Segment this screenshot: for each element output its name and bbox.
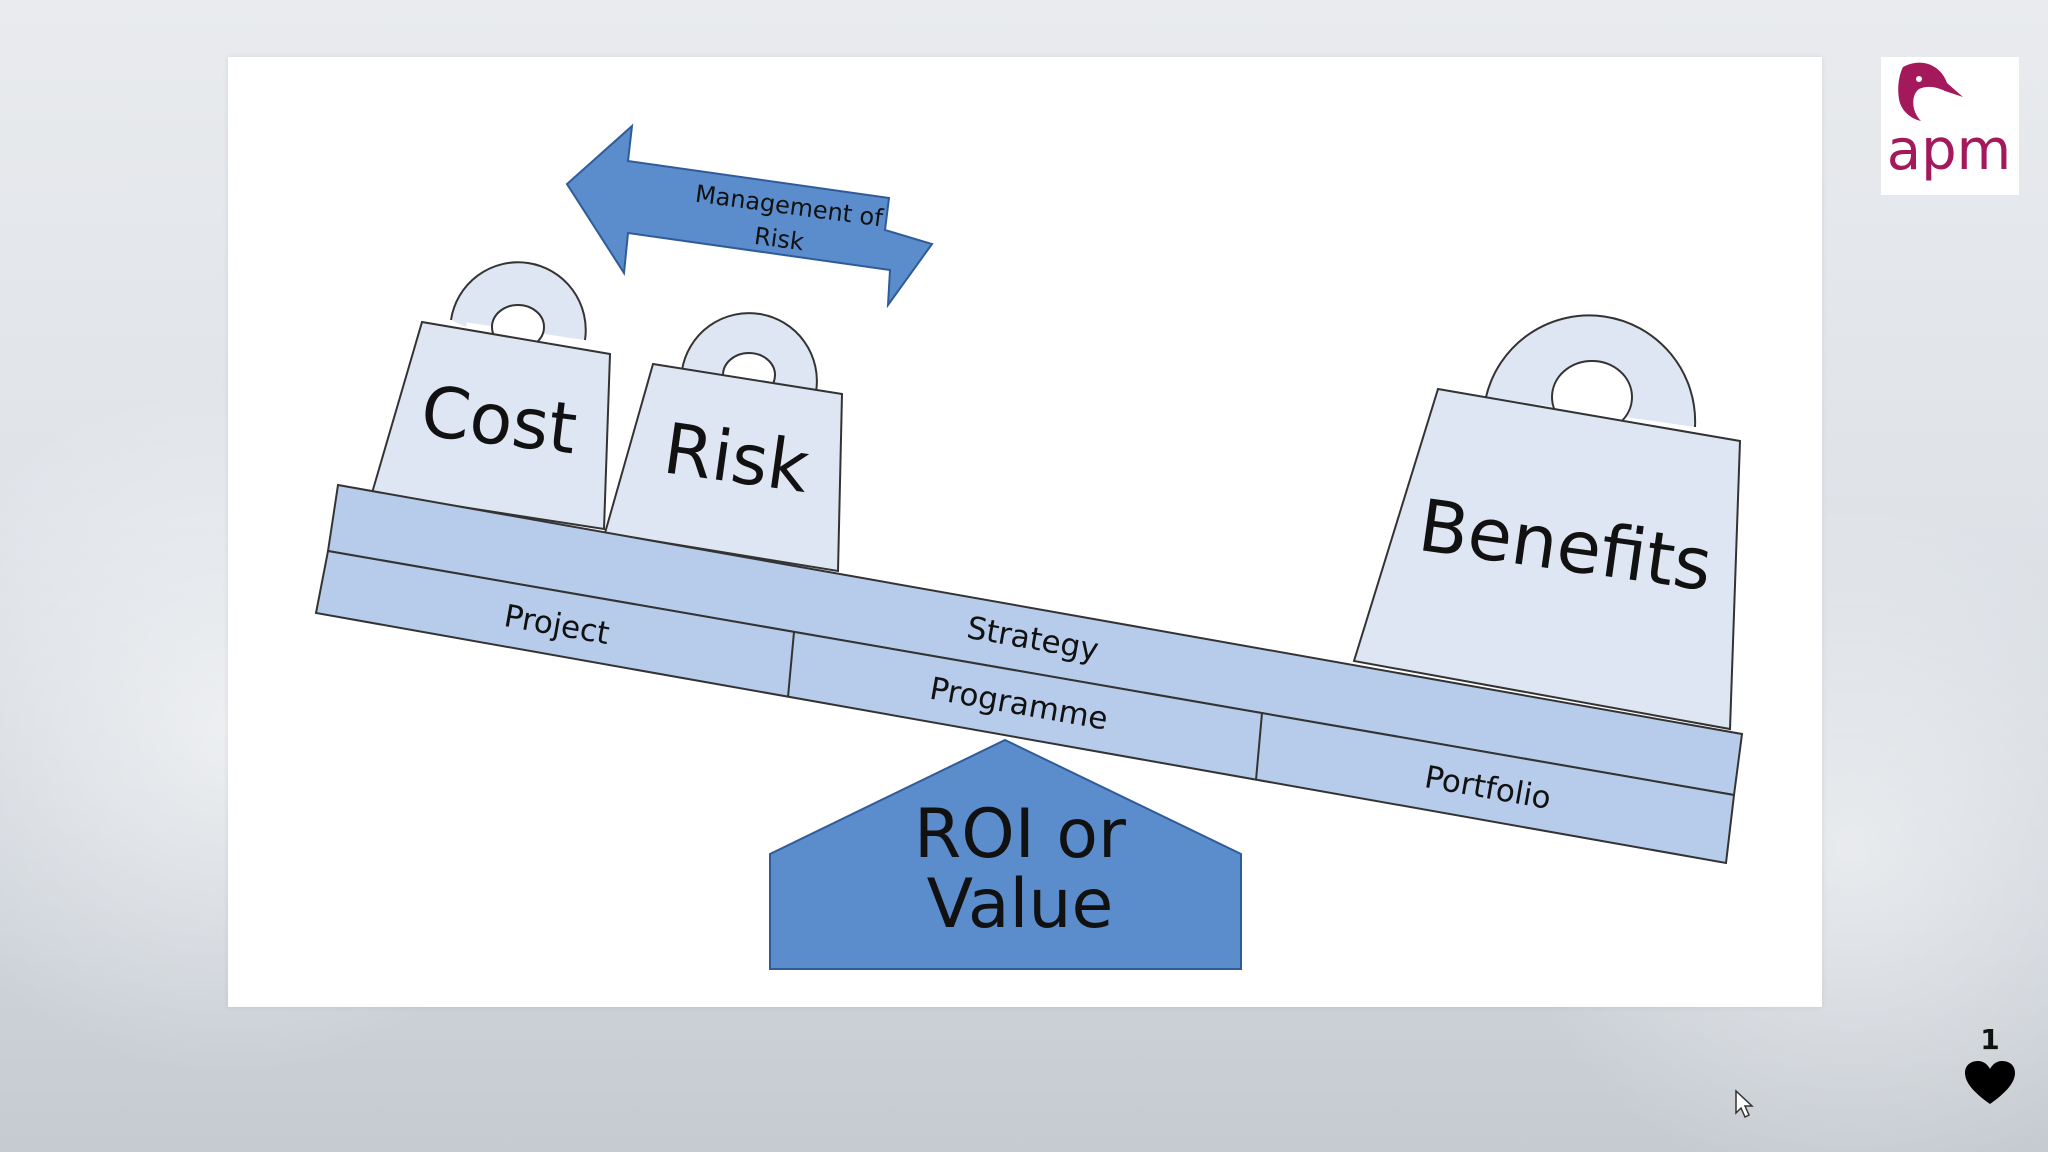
bird-eye-icon: [1916, 76, 1922, 82]
like-count: 1: [1960, 1024, 2020, 1056]
roi-fulcrum: ROI or Value: [770, 740, 1241, 969]
bird-icon: [1898, 63, 1963, 121]
benefits-weight: Benefits: [1354, 315, 1740, 729]
apm-logo: apm: [1881, 57, 2019, 195]
mouse-cursor-icon: [1734, 1089, 1756, 1119]
logo-graphic: apm: [1881, 57, 2019, 195]
like-widget[interactable]: 1: [1960, 1024, 2020, 1114]
management-of-risk-arrow: Management of Risk: [567, 126, 932, 305]
fulcrum-line1: ROI or: [914, 795, 1126, 874]
cost-weight: Cost: [372, 262, 610, 529]
fulcrum-line2: Value: [927, 865, 1114, 944]
heart-icon[interactable]: [1963, 1060, 2017, 1106]
balance-diagram: Management of Risk Cost Risk: [228, 57, 1822, 1007]
risk-weight: Risk: [605, 313, 842, 571]
logo-text: apm: [1887, 118, 2011, 183]
slide-canvas: Management of Risk Cost Risk: [228, 57, 1822, 1007]
